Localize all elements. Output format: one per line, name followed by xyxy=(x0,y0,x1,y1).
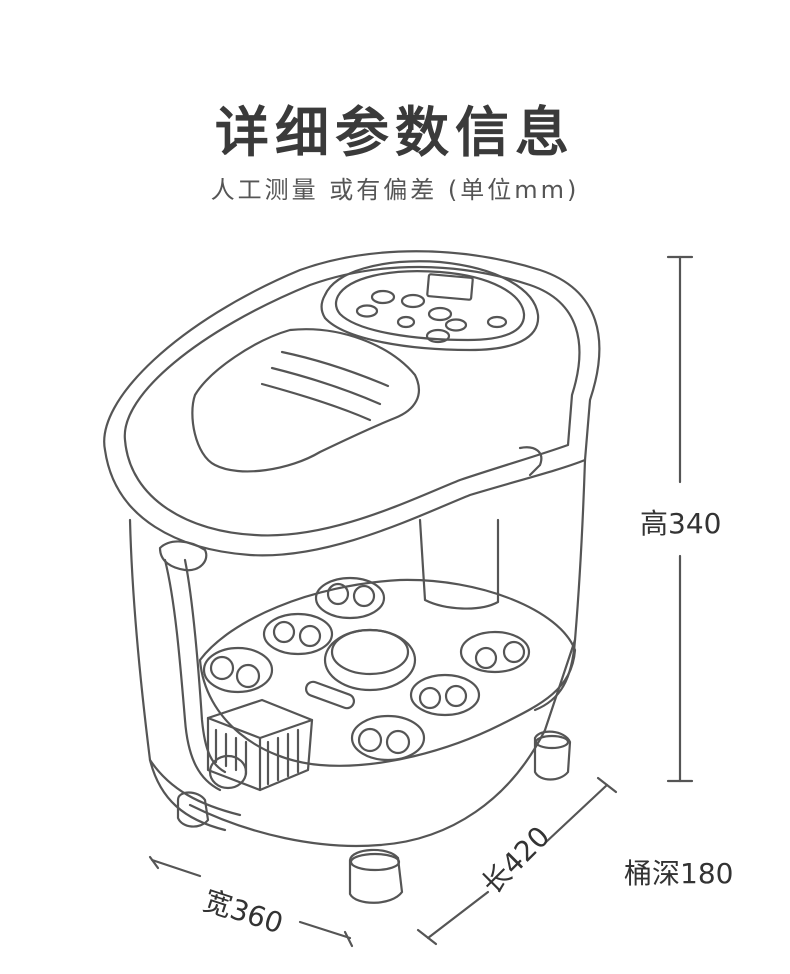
hose-arm xyxy=(163,558,222,792)
control-panel xyxy=(320,260,540,352)
control-panel-inner xyxy=(334,270,526,342)
pedal-ridge-3 xyxy=(260,382,372,422)
roller-pod-4 xyxy=(459,630,531,674)
roller-pod-3 xyxy=(202,646,274,694)
panel-button-1 xyxy=(370,289,396,305)
caster-front xyxy=(348,848,404,904)
basin-right-wall xyxy=(533,458,587,712)
panel-button-4 xyxy=(396,315,416,329)
length-line-bottom-cap xyxy=(416,928,438,946)
caster-front-left xyxy=(176,791,210,828)
basin-floor-edge xyxy=(148,758,242,817)
panel-button-5 xyxy=(427,306,453,322)
width-line-right xyxy=(298,920,352,940)
display-screen xyxy=(426,273,474,301)
height-label: 高340 xyxy=(640,507,722,540)
basin-bottom xyxy=(188,638,577,848)
panel-button-8 xyxy=(486,315,508,329)
roller-pod-6 xyxy=(350,714,426,762)
hose-clip xyxy=(158,540,208,572)
center-massage-disk-top xyxy=(330,628,410,676)
heater-pillar xyxy=(418,518,500,610)
page-title: 详细参数信息 xyxy=(215,101,575,164)
panel-button-7 xyxy=(425,328,451,344)
width-line-right-cap xyxy=(343,930,354,948)
roller-pod-1 xyxy=(314,576,386,620)
page-subtitle: 人工测量 或有偏差 (单位mm) xyxy=(210,176,580,204)
pedal-ridge-1 xyxy=(280,350,390,388)
lid-pedal xyxy=(191,328,421,473)
floor-slot xyxy=(304,680,356,710)
filter-box xyxy=(206,698,314,792)
roller-pod-2 xyxy=(262,612,334,656)
width-line-left-cap xyxy=(148,855,160,870)
caster-right xyxy=(533,730,572,781)
panel-button-6 xyxy=(444,318,468,332)
width-line-left xyxy=(150,858,202,878)
roller-pod-5 xyxy=(409,673,481,717)
length-line-lower xyxy=(426,890,490,940)
drain-knob xyxy=(208,754,248,790)
basin-left-wall xyxy=(128,518,227,832)
pedal-ridge-2 xyxy=(270,366,382,406)
length-line-upper xyxy=(543,783,609,845)
panel-button-2 xyxy=(400,293,426,309)
hose-arm-2 xyxy=(183,558,227,774)
depth-label: 桶深180 xyxy=(624,857,734,890)
panel-button-3 xyxy=(355,304,379,318)
lid-handle xyxy=(518,446,543,477)
lid-inner xyxy=(123,265,581,537)
lid-outer xyxy=(103,250,601,557)
